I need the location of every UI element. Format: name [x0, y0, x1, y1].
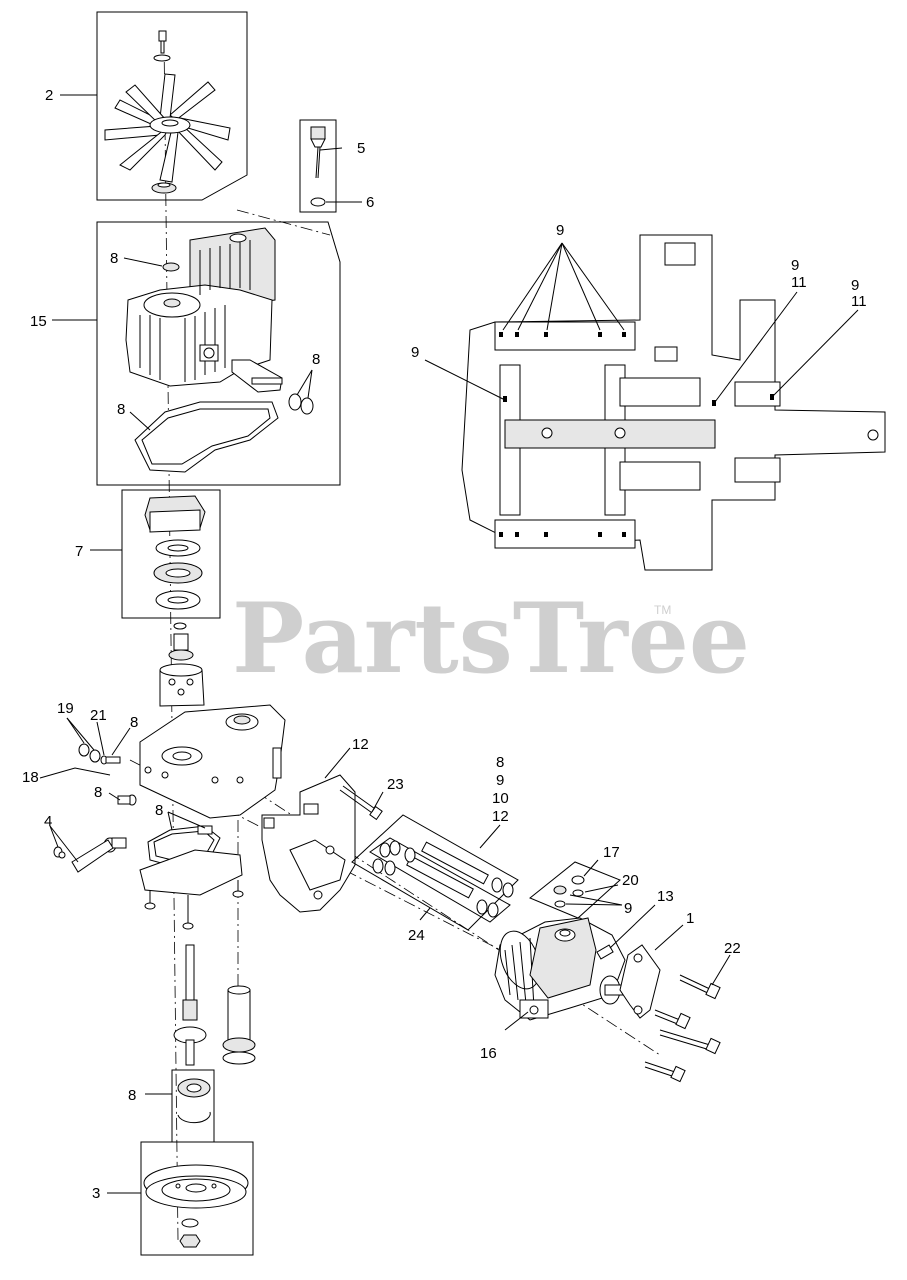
callout-15: 15 — [30, 313, 47, 330]
seal-kit-box — [351, 814, 519, 931]
housing-gasket — [134, 401, 279, 473]
motor-bracket: 12 23 — [261, 736, 404, 913]
callout-7: 7 — [75, 543, 83, 560]
callout-8-kit: 8 — [496, 754, 504, 771]
callout-18: 18 — [22, 769, 39, 786]
callout-8-bearing: 8 — [128, 1087, 136, 1104]
callout-8-plug: 8 — [94, 784, 102, 801]
callout-8-fan-nut: 8 — [110, 250, 118, 267]
watermark-trademark: TM — [654, 603, 671, 617]
watermark-text: PartsTree — [232, 582, 750, 695]
callout-11-section-right-a: 11 — [791, 274, 807, 291]
callout-1: 1 — [686, 910, 694, 927]
callout-2: 2 — [45, 87, 53, 104]
callout-12-bracket: 12 — [352, 736, 369, 753]
callout-9-section-right-a: 9 — [791, 257, 799, 274]
callout-9-valve: 9 — [624, 900, 632, 917]
callout-23: 23 — [387, 776, 404, 793]
callout-6: 6 — [366, 194, 374, 211]
seal-kit-pins — [406, 841, 489, 899]
pulley-box — [140, 1141, 254, 1256]
callout-17: 17 — [603, 844, 620, 861]
callout-20: 20 — [622, 872, 639, 889]
center-section-housing — [139, 704, 286, 819]
housing-assembly: 8 8 8 15 — [30, 221, 341, 486]
pulley-nut — [179, 1234, 201, 1248]
drain-plug-and-bypass-arm: 8 4 — [44, 784, 137, 873]
check-valve-box — [529, 861, 621, 919]
seal-kit: 8 9 10 12 24 — [351, 754, 519, 944]
dipstick-box — [299, 119, 337, 213]
callout-11-section-right-b: 11 — [851, 293, 867, 310]
callout-9-section-top: 9 — [556, 222, 564, 239]
brake-arm-assembly: 13 1 — [596, 888, 694, 1019]
callout-21: 21 — [90, 707, 107, 724]
motor-bolts: 22 — [644, 940, 741, 1083]
fan-assembly: 2 — [45, 11, 248, 201]
callout-9-kit: 9 — [496, 772, 504, 789]
callout-9-section-left: 9 — [411, 344, 419, 361]
callout-13: 13 — [657, 888, 674, 905]
seal-kit-orings — [372, 840, 514, 918]
bypass-valve: 19 21 8 18 — [22, 700, 138, 786]
input-shaft — [173, 944, 207, 1066]
fan-nut-seal — [162, 262, 180, 272]
bearing-assembly: 8 — [128, 1069, 215, 1143]
fan-blades — [104, 73, 231, 183]
fan-hub — [151, 182, 177, 194]
callout-8-valve: 8 — [130, 714, 138, 731]
callout-8-seal-pair: 8 — [312, 351, 320, 368]
callout-3: 3 — [92, 1185, 100, 1202]
filter-canister — [222, 985, 256, 1065]
callout-12-kit: 12 — [492, 808, 509, 825]
callout-9-section-right-b: 9 — [851, 277, 859, 294]
dipstick-assembly: 5 6 — [299, 119, 374, 213]
fan-bolt — [153, 30, 171, 62]
pulley-washer — [181, 1218, 199, 1228]
parts-tree-watermark: PartsTree TM — [232, 582, 750, 695]
callout-19: 19 — [57, 700, 74, 717]
transaxle-cross-section: 9 9 9 11 9 11 — [411, 222, 886, 571]
thrust-bearing — [153, 562, 203, 584]
callout-5: 5 — [357, 140, 365, 157]
callout-8-gasket: 8 — [117, 401, 125, 418]
swashplate — [144, 495, 206, 533]
swashplate-assembly: 7 — [75, 489, 221, 619]
charge-pump-and-oring: 8 — [139, 802, 244, 930]
callout-16: 16 — [480, 1045, 497, 1062]
fan-box — [96, 11, 248, 201]
housing-box — [96, 221, 341, 486]
trunnion-shaft — [231, 359, 283, 393]
pulley-assembly: 3 — [92, 1141, 254, 1256]
wheel-motor: 16 — [480, 917, 637, 1062]
callout-22: 22 — [724, 940, 741, 957]
trunnion-seals — [288, 393, 314, 415]
dipstick-cap — [310, 126, 326, 179]
callout-10-kit: 10 — [492, 790, 509, 807]
check-valve-kit: 17 20 9 — [529, 844, 639, 919]
dipstick-oring — [310, 197, 326, 207]
swashplate-box — [121, 489, 221, 619]
callout-4: 4 — [44, 813, 52, 830]
callout-8-oring: 8 — [155, 802, 163, 819]
pump-cylinder-block — [159, 622, 205, 707]
callout-24: 24 — [408, 927, 425, 944]
seal-kit-inner-box — [369, 837, 511, 923]
